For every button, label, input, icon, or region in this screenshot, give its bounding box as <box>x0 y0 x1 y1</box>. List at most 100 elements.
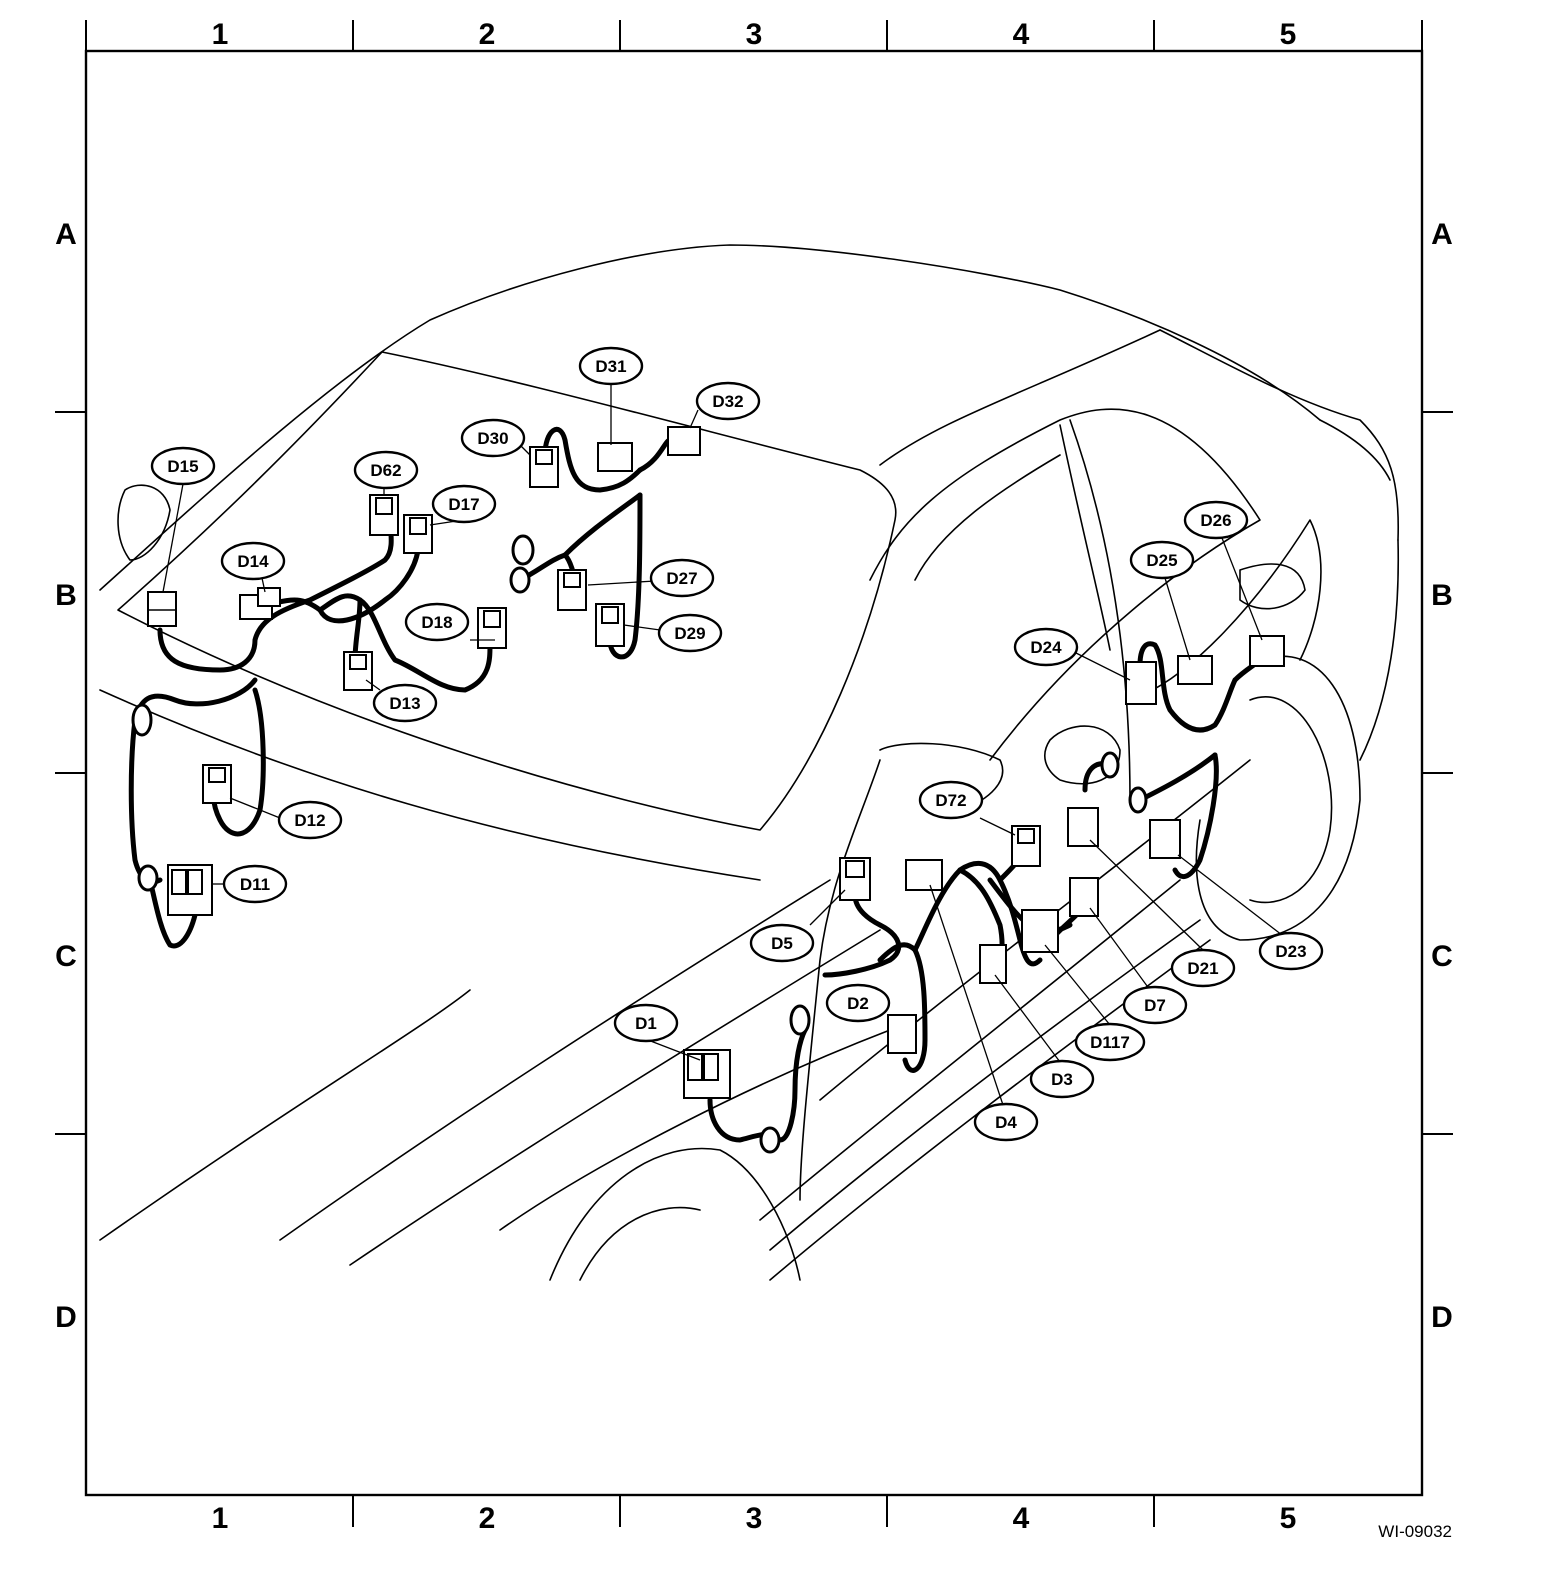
callout-label-d21: D21 <box>1187 959 1218 978</box>
row-label-left-b: B <box>55 579 77 612</box>
callout-label-d2: D2 <box>847 994 869 1013</box>
callout-label-d27: D27 <box>666 569 697 588</box>
connector-body-d29 <box>595 603 625 647</box>
callout-d17: D17 <box>431 484 497 524</box>
callout-label-d18: D18 <box>421 613 452 632</box>
callout-label-d15: D15 <box>167 457 198 476</box>
connector-body-d27 <box>557 569 587 611</box>
callout-label-d30: D30 <box>477 429 508 448</box>
callout-label-d17: D17 <box>448 495 479 514</box>
connector-body-d4 <box>905 859 943 891</box>
col-label-top-3: 3 <box>746 18 763 51</box>
callout-d62: D62 <box>353 450 419 490</box>
callout-label-d117: D117 <box>1090 1033 1130 1052</box>
callout-label-d26: D26 <box>1200 511 1231 530</box>
callout-d11: D11 <box>222 864 288 904</box>
callout-d7: D7 <box>1122 985 1188 1025</box>
connector-body-d32 <box>667 426 701 456</box>
callout-d15: D15 <box>150 446 216 486</box>
callout-label-d5: D5 <box>771 934 793 953</box>
callout-d21: D21 <box>1170 948 1236 988</box>
row-label-right-c: C <box>1431 940 1453 973</box>
callout-label-d29: D29 <box>674 624 705 643</box>
connector-body-d24 <box>1125 661 1157 705</box>
leader-lines <box>162 384 1283 1106</box>
callout-d1: D1 <box>613 1003 679 1043</box>
callout-d27: D27 <box>649 558 715 598</box>
connector-body-d3 <box>979 944 1007 984</box>
car-body-outline <box>99 244 1400 1281</box>
connector-body-d1 <box>683 1049 731 1099</box>
callout-d2: D2 <box>825 983 891 1023</box>
connector-body-d14 <box>239 587 281 620</box>
callout-label-d12: D12 <box>294 811 325 830</box>
callout-label-d72: D72 <box>935 791 966 810</box>
col-label-top-1: 1 <box>212 18 229 51</box>
callout-label-d14: D14 <box>237 552 269 571</box>
col-label-top-5: 5 <box>1280 18 1297 51</box>
connector-body-d13 <box>343 651 373 691</box>
callout-d12: D12 <box>277 800 343 840</box>
connector-body-d18 <box>477 607 507 649</box>
callout-d14: D14 <box>220 541 286 581</box>
callout-d30: D30 <box>460 418 526 458</box>
diagram-frame <box>84 49 1424 1497</box>
col-label-bottom-1: 1 <box>212 1502 229 1535</box>
connector-body-d5 <box>839 857 871 901</box>
callout-d26: D26 <box>1183 500 1249 540</box>
callout-d4: D4 <box>973 1102 1039 1142</box>
connector-body-d17 <box>403 514 433 554</box>
connector-body-d117 <box>1021 909 1059 953</box>
connector-body-d2 <box>887 1014 917 1054</box>
col-label-top-2: 2 <box>479 18 496 51</box>
connector-body-d23 <box>1149 819 1181 859</box>
callout-d31: D31 <box>578 346 644 386</box>
row-dividers <box>55 411 1453 1135</box>
connector-bodies <box>147 426 1285 1099</box>
connector-body-d25 <box>1177 655 1213 685</box>
callout-d13: D13 <box>372 683 438 723</box>
connector-body-d72 <box>1011 825 1041 867</box>
col-label-bottom-5: 5 <box>1280 1502 1297 1535</box>
row-label-left-c: C <box>55 940 77 973</box>
callout-label-d23: D23 <box>1275 942 1306 961</box>
callout-label-d62: D62 <box>370 461 401 480</box>
callout-d23: D23 <box>1258 931 1324 971</box>
row-label-left-d: D <box>55 1301 77 1334</box>
callout-label-d25: D25 <box>1146 551 1177 570</box>
callout-d72: D72 <box>918 780 984 820</box>
callout-label-d4: D4 <box>995 1113 1017 1132</box>
callout-label-d3: D3 <box>1051 1070 1073 1089</box>
callout-d117: D117 <box>1074 1022 1146 1062</box>
callout-d3: D3 <box>1029 1059 1095 1099</box>
callout-label-d31: D31 <box>595 357 626 376</box>
grommets <box>131 534 1148 1154</box>
callout-d29: D29 <box>657 613 723 653</box>
callout-label-d11: D11 <box>240 875 270 894</box>
callout-label-d1: D1 <box>635 1014 657 1033</box>
col-label-bottom-4: 4 <box>1013 1502 1030 1535</box>
connector-body-d7 <box>1069 877 1099 917</box>
row-label-right-b: B <box>1431 579 1453 612</box>
col-label-bottom-2: 2 <box>479 1502 496 1535</box>
connector-body-d11 <box>167 864 213 916</box>
col-label-top-4: 4 <box>1013 18 1030 51</box>
col-label-bottom-3: 3 <box>746 1502 763 1535</box>
callout-label-d13: D13 <box>389 694 420 713</box>
connector-body-d21 <box>1067 807 1099 847</box>
connector-body-d62 <box>369 494 399 536</box>
callout-label-d24: D24 <box>1030 638 1062 657</box>
connector-body-d26 <box>1249 635 1285 667</box>
reference-code: WI-09032 <box>1378 1522 1452 1541</box>
row-label-right-a: A <box>1431 218 1453 251</box>
callout-d25: D25 <box>1129 540 1195 580</box>
connector-body-d12 <box>202 764 232 804</box>
column-dividers <box>85 20 1423 1527</box>
callout-d18: D18 <box>404 602 470 642</box>
row-label-right-d: D <box>1431 1301 1453 1334</box>
callout-d5: D5 <box>749 923 815 963</box>
connector-body-d15 <box>147 591 177 627</box>
connector-body-d30 <box>529 446 559 488</box>
callout-label-d7: D7 <box>1144 996 1166 1015</box>
